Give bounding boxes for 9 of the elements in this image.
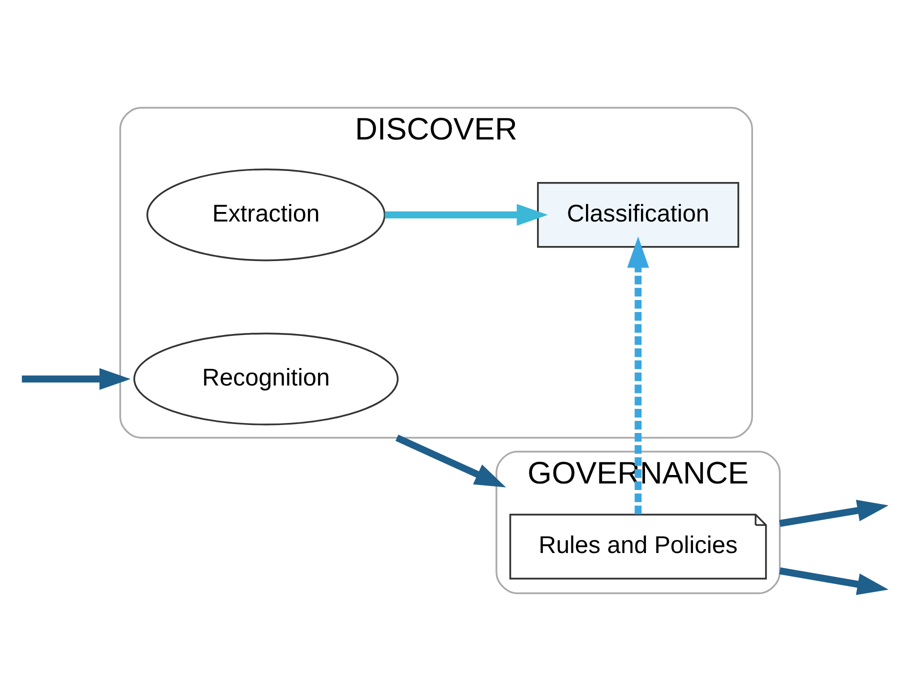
node-ellipse: Extraction	[146, 168, 386, 261]
node-ellipse: Recognition	[133, 332, 399, 425]
node-box: Classification	[537, 182, 740, 248]
arrow	[384, 203, 548, 226]
arrow	[779, 566, 889, 595]
arrow	[779, 499, 889, 526]
arrow	[395, 434, 506, 487]
arrow	[22, 368, 131, 390]
arrow	[627, 236, 650, 514]
